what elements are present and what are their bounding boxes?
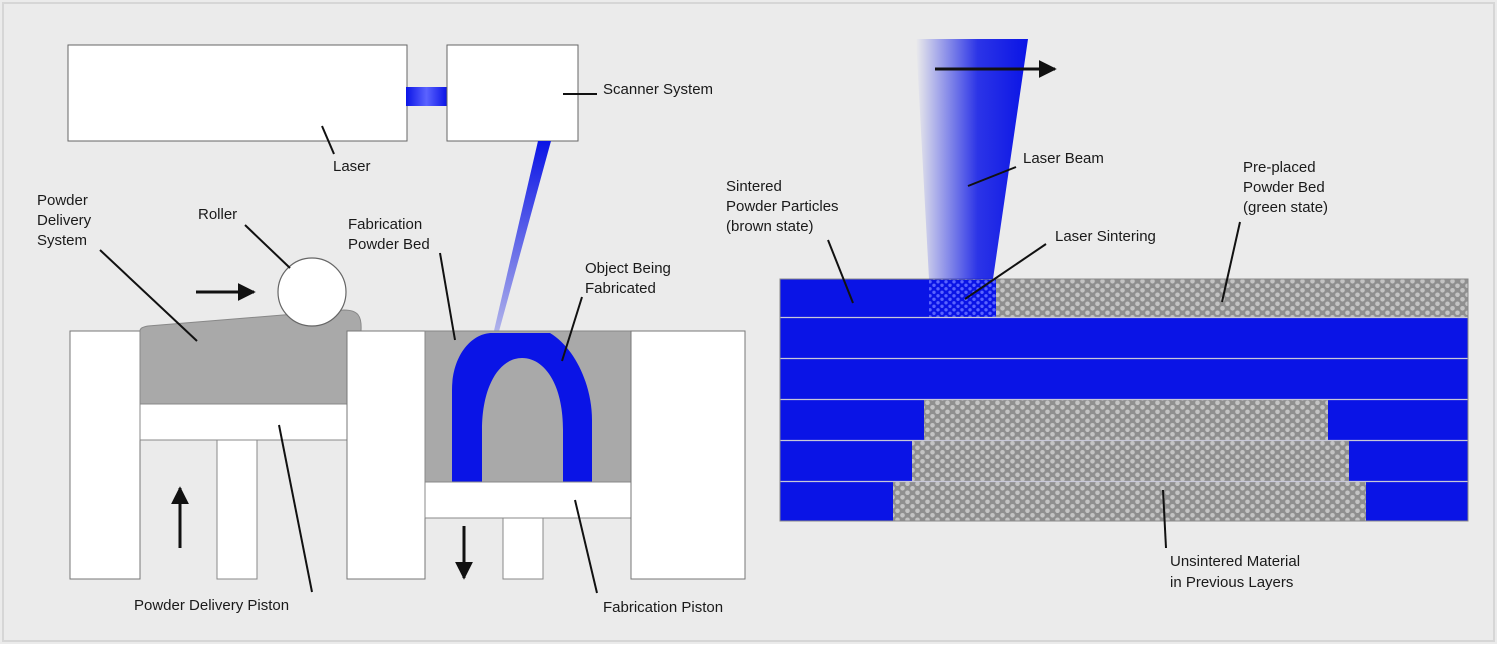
label-object-being-fabricated-line1: Object Being (585, 260, 671, 277)
powder-delivery-piston-rod (216, 439, 258, 580)
fabricated-object-arch (452, 333, 592, 482)
leader-laser-beam (967, 166, 1017, 187)
leader-fabrication-piston (574, 499, 598, 594)
layer-1-sintered (780, 279, 930, 317)
label-object-being-fabricated-line2: Fabricated (585, 280, 656, 297)
label-fabrication-powder-bed: Fabrication Powder Bed (348, 216, 430, 253)
label-laser: Laser (333, 158, 371, 175)
leader-unsintered-material (1162, 489, 1167, 549)
label-unsintered-line1: Unsintered Material (1170, 553, 1300, 570)
label-sintered-powder-particles: Sintered Powder Particles (brown state) (726, 178, 843, 235)
leader-laser (321, 125, 335, 155)
leader-pre-placed-powder (1221, 221, 1241, 303)
laser-box (67, 44, 408, 142)
layer-1-preplaced-powder (996, 279, 1468, 317)
laser-connection-beam (406, 87, 447, 106)
leader-sintered-powder (827, 239, 854, 304)
right-wall (630, 330, 746, 580)
label-powder-delivery-system-line2: Delivery (37, 212, 92, 229)
powder-delivery-bed (139, 309, 362, 405)
label-roller: Roller (198, 206, 237, 223)
middle-wall (346, 330, 426, 580)
label-powder-delivery-piston: Powder Delivery Piston (134, 597, 289, 614)
layer-4-unsintered (924, 400, 1328, 440)
label-preplaced-line1: Pre-placed (1243, 159, 1316, 176)
label-unsintered-line2: in Previous Layers (1170, 574, 1293, 591)
leader-roller (244, 224, 291, 269)
layer-separators (780, 316, 1468, 483)
label-unsintered-material: Unsintered Material in Previous Layers (1170, 553, 1304, 591)
fabrication-piston-rod (502, 517, 544, 580)
layer-3-sintered (780, 359, 1468, 399)
label-sintered-line3: (brown state) (726, 218, 814, 235)
laser-beam-shape (916, 39, 1028, 279)
scanner-laser-ray (493, 141, 551, 335)
label-powder-delivery-system: Powder Delivery System (37, 192, 95, 249)
layer-stack-outline (779, 278, 1469, 522)
label-preplaced-line3: (green state) (1243, 199, 1328, 216)
label-object-being-fabricated: Object Being Fabricated (585, 260, 675, 297)
label-fabrication-piston: Fabrication Piston (603, 599, 723, 616)
label-sintered-line1: Sintered (726, 178, 782, 195)
left-wall (69, 330, 141, 580)
label-fabrication-powder-bed-line2: Powder Bed (348, 236, 430, 253)
leader-powder-delivery-piston (278, 424, 313, 593)
label-laser-beam: Laser Beam (1023, 150, 1104, 167)
label-laser-sintering: Laser Sintering (1055, 228, 1156, 245)
powder-delivery-piston-plate (139, 403, 348, 441)
label-scanner-system: Scanner System (603, 81, 713, 98)
label-sintered-line2: Powder Particles (726, 198, 839, 215)
label-fabrication-powder-bed-line1: Fabrication (348, 216, 422, 233)
fabrication-piston-plate (424, 481, 632, 519)
leader-fabrication-powder-bed (439, 252, 456, 341)
layer-5-unsintered (912, 441, 1349, 481)
label-pre-placed-powder-bed: Pre-placed Powder Bed (green state) (1243, 159, 1329, 216)
label-powder-delivery-system-line3: System (37, 232, 87, 249)
leader-object-being-fabricated (561, 296, 583, 362)
leader-powder-delivery-system (99, 249, 198, 342)
leader-laser-sintering (964, 243, 1047, 300)
roller-circle (277, 257, 347, 327)
label-preplaced-line2: Powder Bed (1243, 179, 1325, 196)
scanner-box (446, 44, 579, 142)
layer-6-unsintered (893, 482, 1366, 521)
layer-2-sintered (780, 318, 1468, 358)
label-powder-delivery-system-line1: Powder (37, 192, 88, 209)
